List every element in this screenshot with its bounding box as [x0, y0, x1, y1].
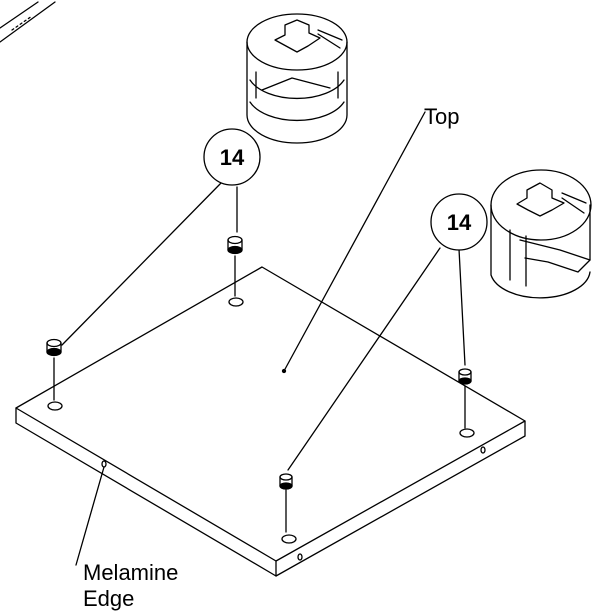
cam-lock-small-left — [46, 338, 62, 401]
callout-circle — [430, 193, 488, 251]
adjacent-part-corner — [0, 1, 56, 43]
leader-lines — [61, 111, 466, 566]
edge-hole — [480, 446, 486, 454]
cam-lock-detail-side — [490, 169, 592, 299]
hole — [281, 534, 297, 544]
top-label: Top — [424, 104, 459, 129]
hole — [47, 401, 63, 411]
hole — [459, 428, 475, 438]
edge-label-line1: Melamine — [83, 560, 178, 585]
callout-circle — [203, 128, 261, 186]
cam-lock-small-back — [227, 235, 243, 297]
edge-hole — [297, 553, 303, 561]
cam-lock-small-right — [458, 368, 472, 429]
callout-number: 14 — [447, 210, 472, 235]
cam-lock-small-front — [279, 473, 293, 533]
cam-lock-detail-upper — [246, 13, 348, 144]
edge-label-line2: Edge — [83, 586, 134, 611]
callout-number: 14 — [220, 145, 245, 170]
hole — [228, 297, 244, 307]
edge-hole — [101, 460, 107, 468]
